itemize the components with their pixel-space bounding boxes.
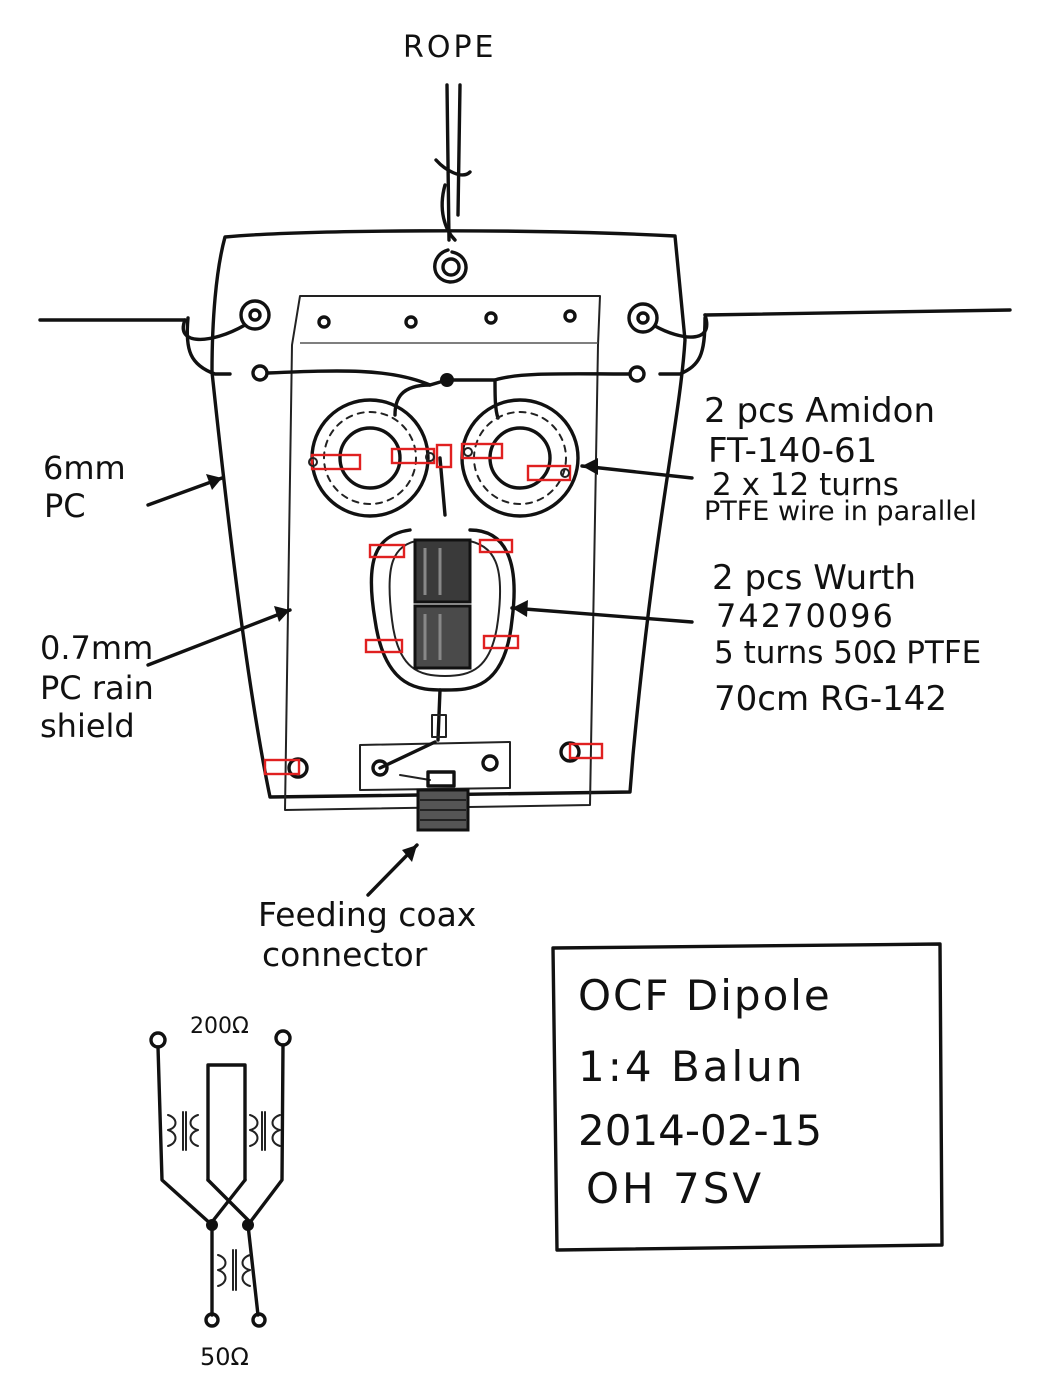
title-box-outline bbox=[551, 942, 944, 1252]
title-line2: 1:4 Balun bbox=[578, 1042, 806, 1091]
leader-arrows bbox=[146, 458, 694, 897]
pc-thickness-label: 6mm bbox=[43, 449, 126, 487]
right-toroid bbox=[460, 398, 580, 518]
schematic-bottom-impedance: 50Ω bbox=[200, 1343, 249, 1371]
toroid-label-line1: 2 pcs Amidon bbox=[704, 391, 935, 431]
coax-connector bbox=[416, 770, 470, 832]
mounting-holes bbox=[263, 741, 604, 779]
wurth-ferrite-cores bbox=[364, 528, 520, 692]
pc-material-label: PC bbox=[44, 487, 86, 525]
shield-label-line1: PC rain bbox=[40, 669, 154, 707]
title-line3: 2014-02-15 bbox=[578, 1106, 823, 1155]
rope-label: ROPE bbox=[403, 30, 497, 65]
title-line4: OH 7SV bbox=[586, 1164, 765, 1213]
toroid-label-line4: PTFE wire in parallel bbox=[704, 496, 977, 527]
rope bbox=[433, 83, 472, 284]
wurth-label-line4: 70cm RG-142 bbox=[714, 679, 948, 719]
top-terminal-strip bbox=[317, 309, 577, 329]
title-line1: OCF Dipole bbox=[578, 971, 832, 1020]
schematic-top-impedance: 200Ω bbox=[190, 1014, 249, 1039]
pc-plate-outline bbox=[210, 229, 687, 799]
toroid-label-line3: 2 x 12 turns bbox=[712, 467, 899, 503]
shield-thickness-label: 0.7mm bbox=[40, 629, 154, 667]
balun-schematic bbox=[149, 1029, 292, 1328]
wurth-label-line2: 74270096 bbox=[716, 597, 895, 635]
bottom-terminal-strip bbox=[359, 740, 511, 791]
shield-label-line2: shield bbox=[40, 707, 135, 745]
toroid-label-line2: FT-140-61 bbox=[708, 431, 878, 471]
coax-label-line1: Feeding coax bbox=[258, 895, 477, 934]
left-toroid bbox=[308, 398, 436, 518]
rain-shield-outline bbox=[284, 295, 601, 811]
coax-label-line2: connector bbox=[262, 935, 428, 974]
wurth-label-line1: 2 pcs Wurth bbox=[712, 558, 917, 598]
wurth-label-line3: 5 turns 50Ω PTFE bbox=[714, 635, 982, 671]
left-antenna-wire bbox=[38, 299, 432, 417]
